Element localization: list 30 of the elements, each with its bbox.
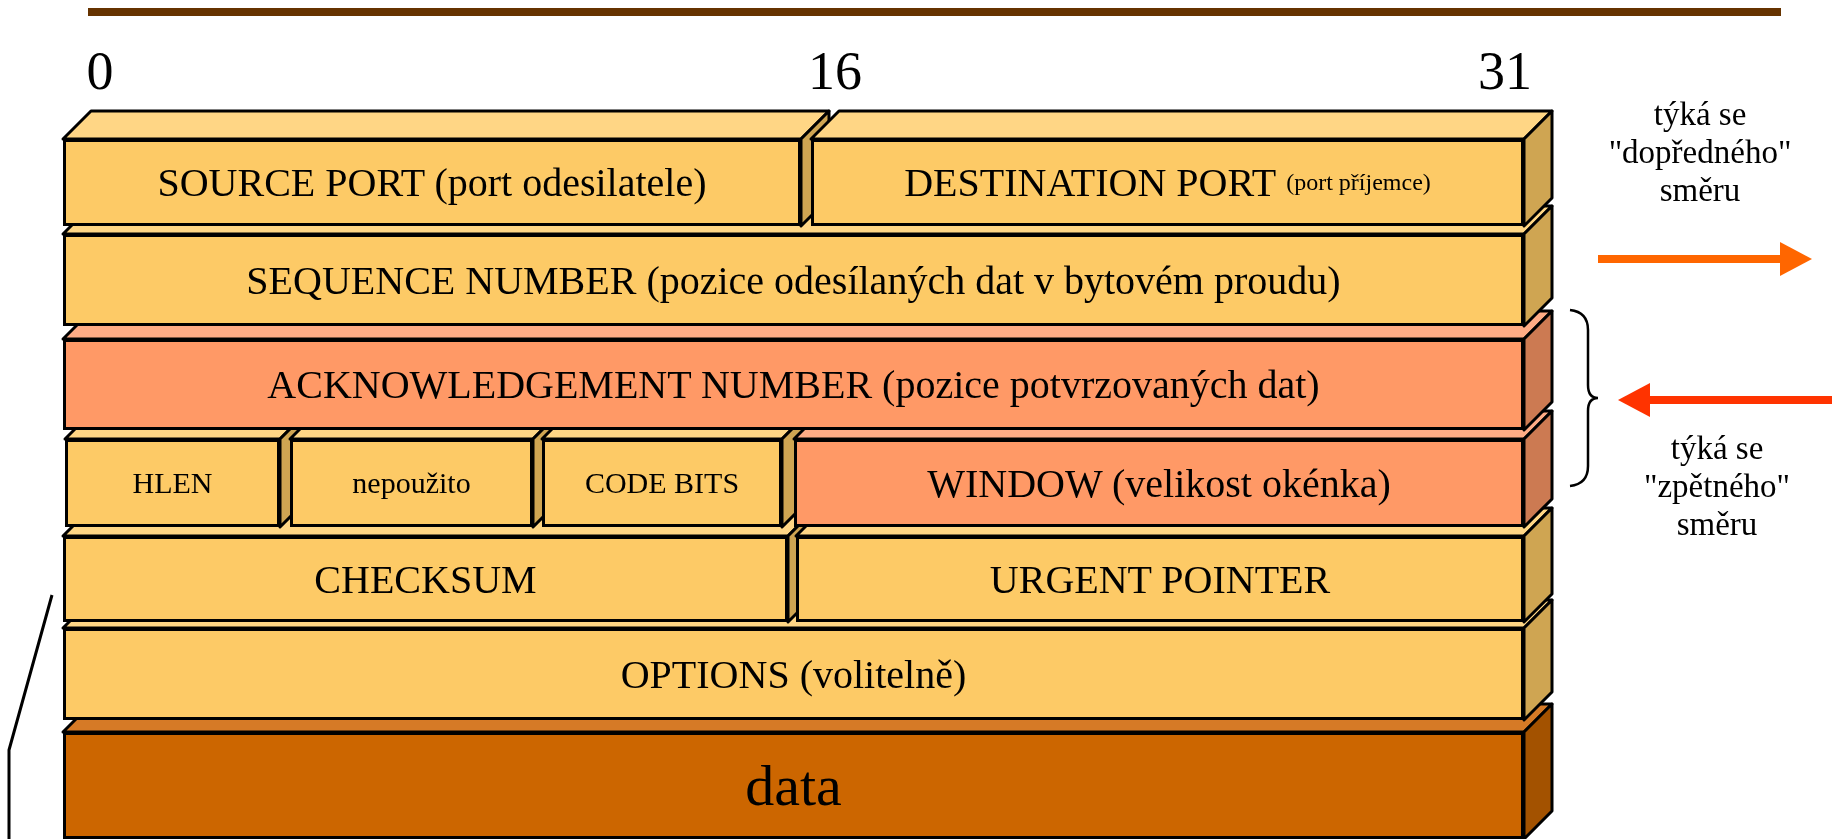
field-label: (port příjemce) — [1286, 169, 1431, 196]
header-field-block — [63, 536, 788, 622]
header-field-block — [796, 536, 1524, 622]
header-field-block — [63, 339, 1524, 430]
header-field-block — [63, 732, 1524, 839]
header-field-block — [290, 439, 533, 527]
field-label: SOURCE PORT (port odesilatele) — [157, 159, 707, 206]
field-label: CODE BITS — [584, 466, 740, 500]
field-label: WINDOW (velikost okénka) — [927, 459, 1391, 507]
field-label: DESTINATION PORT — [904, 159, 1277, 206]
bit-number: 16 — [807, 40, 863, 103]
header-field-block — [794, 439, 1524, 527]
header-field-block — [542, 439, 782, 527]
direction-note: týká se "dopředného" směru — [1607, 96, 1793, 210]
header-field-block — [63, 234, 1524, 326]
field-label: ACKNOWLEDGEMENT NUMBER (pozice potvrzovaných dat) — [267, 361, 1320, 408]
bit-number: 0 — [85, 40, 115, 103]
field-label: HLEN — [132, 466, 213, 500]
field-label: SEQUENCE NUMBER (pozice odesílaných dat v bytovém proudu) — [246, 256, 1341, 304]
field-label: data — [745, 752, 842, 819]
field-label: OPTIONS (volitelně) — [620, 650, 967, 698]
bit-number: 31 — [1477, 40, 1533, 103]
header-field-block — [63, 628, 1524, 720]
field-label: URGENT POINTER — [989, 555, 1331, 603]
direction-note: týká se "zpětného" směru — [1642, 430, 1792, 544]
header-field-block — [811, 139, 1524, 226]
field-label: nepoužito — [352, 466, 471, 500]
field-label: CHECKSUM — [314, 555, 537, 603]
header-field-block — [63, 139, 801, 226]
header-field-block — [65, 439, 280, 527]
